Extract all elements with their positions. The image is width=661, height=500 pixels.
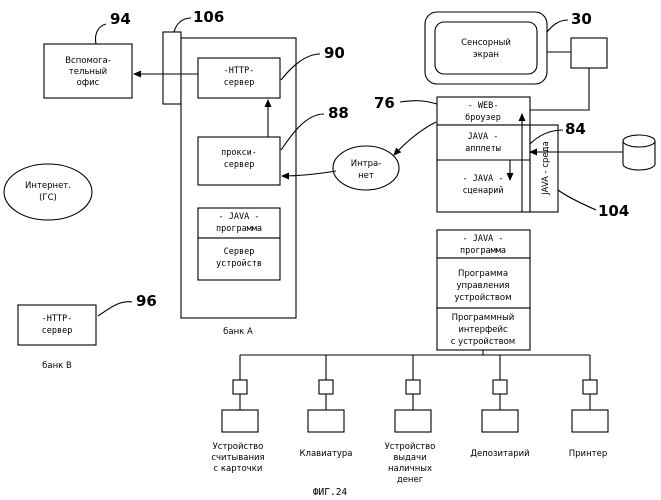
device-api-line-2: интерфейс <box>458 325 508 335</box>
internet-ellipse: Интернет. (ГС) <box>4 164 92 220</box>
device-stack: - JAVA - программа Программа управления … <box>437 230 530 350</box>
web-browser-line-2: броузер <box>465 112 501 123</box>
aux-office-line-2: тельный <box>69 67 107 77</box>
ref-94-leader <box>95 24 106 44</box>
intranet-line-2: нет <box>358 171 374 181</box>
bank-a-java-line-2: программа <box>216 224 262 234</box>
intranet-ellipse: Интра- нет <box>333 146 399 190</box>
ref-96-callout: 96 <box>98 292 157 316</box>
internet-line-1: Интернет. <box>25 181 71 191</box>
device-control-line-2: управления <box>456 281 509 291</box>
bank-b-http-line-2: сервер <box>42 326 73 336</box>
ref-84: 84 <box>565 120 586 138</box>
ref-106-callout: 106 <box>174 8 224 32</box>
svg-text:денег: денег <box>397 475 424 485</box>
browser-to-intranet-arrow <box>394 122 436 155</box>
svg-text:Депозитарий: Депозитарий <box>470 449 529 459</box>
svg-text:Клавиатура: Клавиатура <box>299 449 352 459</box>
http-server-box: -HTTP- сервер <box>198 58 280 98</box>
java-script-line-1: - JAVA - <box>463 174 504 184</box>
svg-text:считывания: считывания <box>211 453 264 463</box>
svg-text:выдачи: выдачи <box>393 453 426 463</box>
printer-label: Принтер <box>569 449 607 459</box>
device-api-line-3: с устройством <box>451 337 515 347</box>
cash-dispenser-label: Устройство выдачи наличных денег <box>385 442 436 485</box>
aux-office-box: Вспомога- тельный офис <box>44 44 132 98</box>
java-script-line-2: сценарий <box>463 186 504 196</box>
aux-office-line-3: офис <box>77 78 100 88</box>
ref-94: 94 <box>110 10 131 28</box>
touch-controller-box <box>571 38 607 68</box>
bank-a-label: банк А <box>223 327 253 337</box>
device-control-line-1: Программа <box>458 269 508 279</box>
java-applets-line-2: апплеты <box>465 144 501 154</box>
proxy-server-line-2: сервер <box>224 160 255 170</box>
ref-30: 30 <box>571 10 592 28</box>
proxy-server-line-1: прокси- <box>221 148 257 158</box>
aux-office-line-1: Вспомога- <box>65 56 111 66</box>
client-stack: - WEB- броузер JAVA - апплеты - JAVA - с… <box>437 97 558 212</box>
proxy-server-box: прокси- сервер <box>198 137 280 185</box>
intranet-line-1: Интра- <box>351 159 382 169</box>
device-java-line-1: - JAVA - <box>463 234 504 244</box>
printer-box <box>572 410 608 432</box>
device-bus <box>233 350 597 410</box>
http-server-line-1: -HTTP- <box>224 66 255 76</box>
ref-104: 104 <box>598 202 629 220</box>
database-cylinder <box>623 135 655 170</box>
depository-box <box>482 410 518 432</box>
touch-screen-line-1: Сенсорный <box>461 38 511 48</box>
ref-106-leader <box>174 18 191 32</box>
device-control-line-3: устройством <box>454 293 511 303</box>
cash-dispenser-box <box>395 410 431 432</box>
ref-104-callout: 104 <box>558 190 629 220</box>
ref-106: 106 <box>193 8 224 26</box>
touch-screen-line-2: экран <box>473 50 499 60</box>
device-api-line-1: Программный <box>452 313 515 323</box>
device-server-line-1: Сервер <box>224 247 255 257</box>
java-env-label: JAVA - среда <box>541 141 551 196</box>
ref-90: 90 <box>324 44 345 62</box>
firewall-strip <box>163 32 181 104</box>
http-server-line-2: сервер <box>224 78 255 88</box>
ref-76-leader <box>400 101 437 104</box>
touch-screen-monitor: Сенсорный экран <box>425 12 547 84</box>
bank-b-http-box: -HTTP- сервер <box>18 305 96 345</box>
figure-caption: ФИГ.24 <box>313 487 348 498</box>
svg-text:Устройство: Устройство <box>385 442 436 452</box>
ref-94-callout: 94 <box>95 10 130 44</box>
card-reader-box <box>222 410 258 432</box>
svg-text:Принтер: Принтер <box>569 449 607 459</box>
bank-a-java-stack: - JAVA - программа Сервер устройств <box>198 208 280 280</box>
bank-a-java-line-1: - JAVA - <box>219 212 260 222</box>
depository-label: Депозитарий <box>470 449 529 459</box>
ref-88: 88 <box>328 104 349 122</box>
svg-text:Устройство: Устройство <box>213 442 264 452</box>
bank-b-http-line-1: -HTTP- <box>42 314 73 324</box>
ref-76-callout: 76 <box>374 94 437 112</box>
keyboard-label: Клавиатура <box>299 449 352 459</box>
keyboard-box <box>308 410 344 432</box>
java-applets-line-1: JAVA - <box>468 132 499 142</box>
ref-76: 76 <box>374 94 395 112</box>
ref-96-leader <box>98 302 132 316</box>
ref-30-leader <box>547 20 568 32</box>
device-server-line-2: устройств <box>216 259 262 269</box>
ref-96: 96 <box>136 292 157 310</box>
ref-30-callout: 30 <box>547 10 592 32</box>
ref-104-leader <box>558 190 596 210</box>
internet-line-2: (ГС) <box>39 193 57 203</box>
svg-text:с карточки: с карточки <box>214 464 263 474</box>
web-browser-line-1: - WEB- <box>468 101 499 111</box>
device-java-line-2: программа <box>460 246 506 256</box>
card-reader-label: Устройство считывания с карточки <box>211 442 264 474</box>
svg-text:наличных: наличных <box>388 464 432 474</box>
bank-b-label: банк В <box>42 361 72 371</box>
